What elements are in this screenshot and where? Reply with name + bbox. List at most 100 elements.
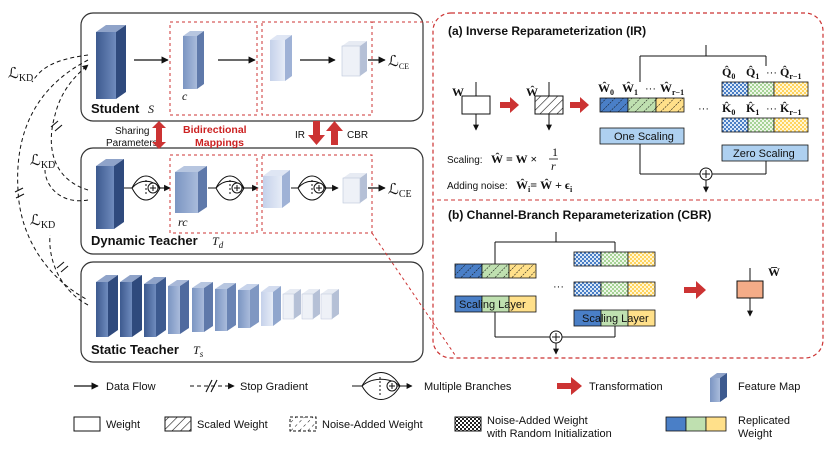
student-mapped-region bbox=[169, 21, 258, 116]
static-var: Ts bbox=[193, 343, 204, 359]
panel-b-title: (b) Channel-Branch Reparameterization (C… bbox=[448, 208, 711, 222]
transform-arrow-a2 bbox=[570, 97, 589, 113]
legend-noise-random-2: with Random Initialization bbox=[486, 428, 612, 440]
cbr-dots: ··· bbox=[553, 281, 564, 293]
k0-label: K̂0 bbox=[722, 101, 735, 117]
legend-weight: Weight bbox=[106, 419, 140, 431]
cbr-q-block-yellow bbox=[627, 251, 656, 267]
q1-label: Q̂1 bbox=[746, 65, 759, 81]
w-box bbox=[461, 95, 491, 115]
kd-loss-mid: ℒKD bbox=[30, 153, 55, 171]
student-title: Student bbox=[91, 101, 140, 116]
w-bar-box bbox=[736, 280, 764, 299]
qr-label: Q̂r−1 bbox=[780, 65, 801, 81]
k-block-green bbox=[747, 117, 775, 133]
dynamic-feature-map-2 bbox=[175, 166, 207, 213]
legend-data-flow: Data Flow bbox=[106, 381, 156, 393]
legend-replicated-icon bbox=[665, 416, 727, 432]
legend-feature-map: Feature Map bbox=[738, 381, 800, 393]
sharing-double-arrow bbox=[152, 121, 166, 149]
scaling-den: r bbox=[551, 159, 556, 173]
multiple-branches-symbol-2 bbox=[208, 175, 259, 201]
cbr-label: CBR bbox=[347, 130, 368, 141]
panel-b-sum-node bbox=[549, 330, 563, 344]
zero-scaling-box bbox=[721, 144, 809, 162]
student-feature-map-1 bbox=[96, 25, 126, 99]
legend-multiple-branches: Multiple Branches bbox=[424, 381, 512, 393]
kd-loss-bot: ℒKD bbox=[30, 213, 55, 231]
bidirectional-line2: Mappings bbox=[195, 137, 244, 149]
scaling-num: 1 bbox=[552, 145, 558, 159]
legend-stop-gradient-icon bbox=[190, 379, 235, 393]
panel-b-flow-lines bbox=[494, 232, 616, 355]
ir-down-arrow bbox=[308, 121, 325, 145]
cbr-w-block-green bbox=[481, 263, 510, 279]
stop-gradient-marks bbox=[14, 120, 69, 273]
dynamic-feature-map-1 bbox=[96, 159, 124, 229]
legend-scaled-weight-icon bbox=[164, 416, 192, 432]
sharing-params-line2: Parameters bbox=[106, 138, 158, 149]
student-reparam-region bbox=[261, 21, 373, 116]
dynamic-feature-map-3 bbox=[263, 170, 290, 208]
scaling-eq: Ŵ = W × bbox=[491, 152, 537, 166]
connector-bottom bbox=[371, 232, 456, 356]
legend-transformation-icon bbox=[557, 377, 582, 395]
panel-a-sum-node bbox=[699, 167, 713, 181]
legend-noise-random-1: Noise-Added Weight bbox=[487, 415, 588, 427]
panel-a-title: (a) Inverse Reparameterization (IR) bbox=[448, 24, 646, 38]
kd-dashed-curves bbox=[17, 54, 89, 306]
student-feature-map-4 bbox=[341, 41, 367, 77]
cbr-w-block-blue bbox=[454, 263, 483, 279]
cbr-q-block-blue bbox=[573, 251, 602, 267]
reparam-panel bbox=[432, 12, 824, 359]
k-dots: ··· bbox=[766, 103, 777, 115]
q-block-yellow bbox=[773, 81, 809, 97]
scaling-label: Scaling: bbox=[447, 155, 483, 166]
w1-label: Ŵ1 bbox=[622, 81, 638, 97]
q-dots: ··· bbox=[766, 67, 777, 79]
dynamic-var: Td bbox=[212, 234, 224, 250]
scaling-layer-2 bbox=[573, 309, 656, 327]
cbr-q-block-green bbox=[600, 251, 629, 267]
dynamic-mapped-region bbox=[169, 154, 258, 234]
middle-dots: ··· bbox=[698, 103, 709, 115]
w-block-green bbox=[627, 97, 657, 113]
sharing-params-line1: Sharing bbox=[115, 126, 149, 137]
student-feature-map-3 bbox=[270, 35, 292, 81]
w-hat-box bbox=[534, 95, 564, 115]
student-loss-ce: ℒCE bbox=[388, 54, 409, 71]
legend-replicated-1: Replicated bbox=[738, 415, 790, 427]
legend-transformation: Transformation bbox=[589, 381, 663, 393]
scaling-layer-2-label: Scaling Layer bbox=[582, 313, 649, 325]
one-scaling-box bbox=[599, 127, 685, 145]
legend-scaled-weight: Scaled Weight bbox=[197, 419, 268, 431]
noise-label: Adding noise: bbox=[447, 181, 508, 192]
multiple-branches-symbol-3 bbox=[291, 175, 339, 201]
dynamic-rc-label: rc bbox=[178, 215, 188, 229]
cbr-k-block-green bbox=[600, 281, 629, 297]
dynamic-reparam-region bbox=[261, 154, 373, 234]
w-dots: ··· bbox=[645, 83, 656, 95]
static-title: Static Teacher bbox=[91, 342, 179, 357]
legend-feature-map-icon bbox=[710, 373, 727, 402]
student-c-label: c bbox=[182, 89, 188, 103]
student-panel bbox=[80, 12, 424, 122]
q-block-green bbox=[747, 81, 775, 97]
kr-label: K̂r−1 bbox=[780, 101, 801, 117]
scaling-layer-1 bbox=[454, 295, 537, 313]
cbr-w-block-yellow bbox=[508, 263, 537, 279]
bidirectional-line1: Bidirectional bbox=[183, 124, 247, 136]
zero-scaling-label: Zero Scaling bbox=[733, 148, 795, 160]
student-var: S bbox=[148, 102, 154, 116]
kd-loss-top: ℒKD bbox=[8, 66, 33, 84]
dynamic-teacher-panel bbox=[80, 147, 424, 255]
legend-noise-random-icon bbox=[454, 416, 482, 432]
legend-noise-weight-icon bbox=[289, 416, 317, 432]
k-block-blue bbox=[721, 117, 749, 133]
multiple-branches-symbol-1 bbox=[124, 175, 171, 201]
noise-eq: Ŵi= Ŵ + ϵi bbox=[516, 178, 573, 194]
legend-weight-icon bbox=[73, 416, 101, 432]
w-block-blue bbox=[599, 97, 629, 113]
static-feature-maps bbox=[96, 275, 339, 337]
